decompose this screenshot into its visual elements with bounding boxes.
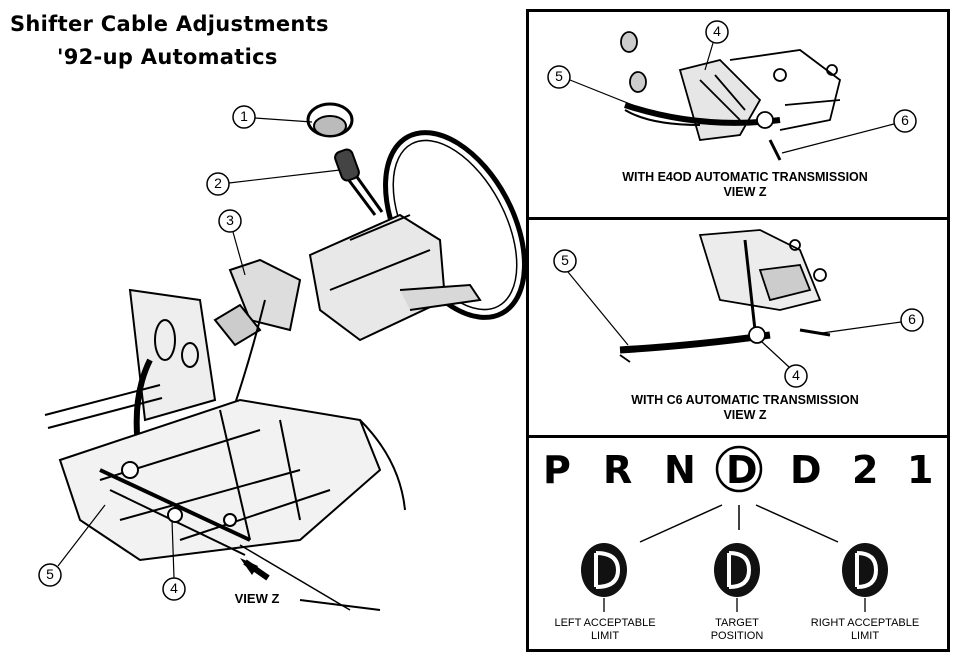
- e4od-callout-5: [547, 65, 571, 89]
- e4od-caption-line-1: WITH E4OD AUTOMATIC TRANSMISSION: [622, 170, 868, 184]
- callout-4-label: 4: [170, 580, 178, 596]
- e4od-callout-6: [893, 109, 917, 133]
- e4od-drawing: [620, 31, 842, 161]
- c6-callout-6-label: 6: [908, 311, 916, 327]
- title-line-1: Shifter Cable Adjustments: [10, 12, 329, 36]
- gear-overdrive-d: D: [790, 448, 822, 492]
- d-indicator-target: [714, 543, 760, 597]
- gear-1: 1: [907, 448, 934, 492]
- target-position-label: TARGET POSITION: [687, 617, 787, 643]
- c6-callout-5: [553, 249, 577, 273]
- left-limit-line-2: LIMIT: [590, 630, 620, 642]
- callout-5-main: [38, 563, 62, 587]
- view-z-label: VIEW Z: [234, 591, 280, 606]
- gear-2: 2: [852, 448, 879, 492]
- c6-caption-line-1: WITH C6 AUTOMATIC TRANSMISSION: [631, 393, 859, 407]
- left-limit-label: LEFT ACCEPTABLE LIMIT: [540, 617, 670, 643]
- callout-3: [218, 209, 242, 233]
- e4od-callout-4-label: 4: [713, 23, 721, 39]
- d-indicator-left: [581, 543, 627, 597]
- c6-caption-line-2: VIEW Z: [723, 408, 767, 422]
- callout-2: [206, 172, 230, 196]
- right-limit-line-2: LIMIT: [850, 630, 880, 642]
- callout-3-label: 3: [226, 212, 234, 228]
- right-limit-line-1: RIGHT ACCEPTABLE: [810, 617, 920, 629]
- left-limit-line-1: LEFT ACCEPTABLE: [554, 617, 656, 629]
- c6-callout-5-label: 5: [561, 252, 569, 268]
- c6-callout-4: [784, 364, 808, 388]
- c6-callout-6: [900, 308, 924, 332]
- d-indicator-right: [842, 543, 888, 597]
- e4od-callout-5-label: 5: [555, 68, 563, 84]
- e4od-caption-line-2: VIEW Z: [723, 185, 767, 199]
- divider-2: [526, 435, 950, 438]
- views-frame: [526, 9, 950, 652]
- target-line-1: TARGET: [715, 617, 759, 629]
- e4od-callout-4: [705, 20, 729, 44]
- right-limit-label: RIGHT ACCEPTABLE LIMIT: [800, 617, 930, 643]
- callout-2-label: 2: [214, 175, 222, 191]
- gear-p: P: [543, 448, 571, 492]
- gear-n: N: [664, 448, 696, 492]
- gear-r: R: [603, 448, 633, 492]
- divider-1: [526, 217, 950, 220]
- callout-1-label: 1: [240, 108, 248, 124]
- c6-drawing: [619, 229, 831, 363]
- callout-5-label: 5: [46, 566, 54, 582]
- callout-1: [232, 105, 256, 129]
- target-circle: [715, 445, 763, 493]
- target-line-2: POSITION: [710, 630, 764, 642]
- title-line-2: '92-up Automatics: [57, 45, 278, 69]
- e4od-callout-6-label: 6: [901, 112, 909, 128]
- gear-d-circled: D: [726, 448, 758, 492]
- c6-callout-4-label: 4: [792, 367, 800, 383]
